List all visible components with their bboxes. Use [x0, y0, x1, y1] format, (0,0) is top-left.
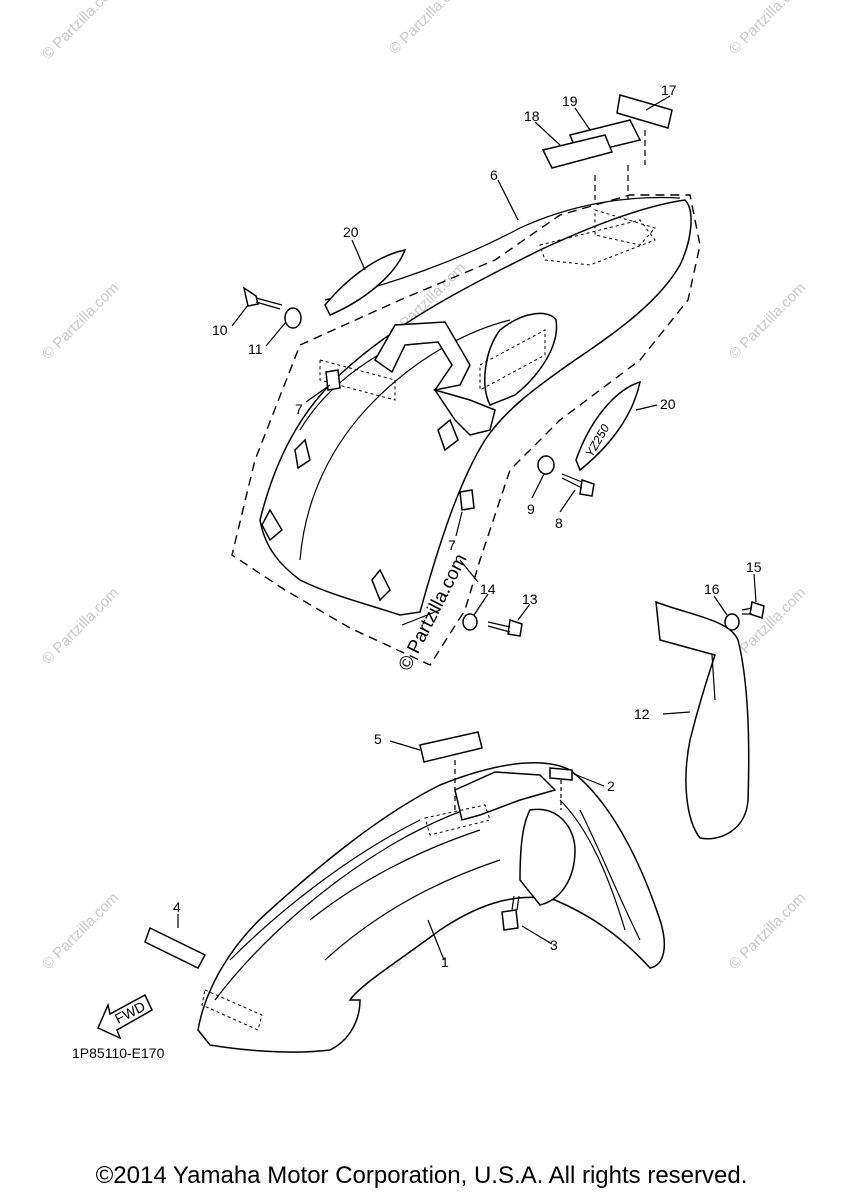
callout-17: 17: [661, 82, 677, 98]
callout-2: 2: [607, 778, 615, 794]
grommet-2: [549, 767, 573, 781]
part-code: 1P85110-E170: [72, 1045, 165, 1061]
callout-7b: 7: [448, 537, 456, 553]
fwd-arrow: FWD: [97, 993, 153, 1040]
washer-16: [724, 613, 740, 631]
decal-4-yamaha: YAMAHA: [144, 926, 207, 969]
front-fender-assembly: [197, 762, 666, 1053]
callout-8: 8: [555, 515, 563, 531]
bolt-13: [507, 619, 523, 637]
bolt-3: [501, 909, 519, 931]
callout-3: 3: [550, 937, 558, 953]
screw-15: [749, 601, 765, 619]
watermark: © Partzilla.com: [386, 0, 469, 58]
washer-11: [284, 307, 302, 329]
callout-7a: 7: [295, 401, 303, 417]
watermark: © Partzilla.com: [726, 889, 809, 972]
decal-18: [541, 134, 614, 169]
callout-15: 15: [746, 559, 762, 575]
fasteners: [242, 286, 765, 637]
callout-18: 18: [524, 108, 540, 124]
callout-14: 14: [480, 581, 496, 597]
callout-6: 6: [490, 167, 498, 183]
front-fender: [197, 762, 666, 1053]
bolt-10: [242, 286, 259, 307]
callout-19: 19: [562, 93, 578, 109]
mud-flap-12: [655, 600, 750, 840]
bolt-8: [579, 479, 595, 497]
seat-decals: [541, 119, 646, 200]
decal-5: [419, 731, 483, 763]
decal-20-right: YZ250: [575, 380, 642, 472]
callout-13: 13: [522, 591, 538, 607]
callout-20a: 20: [343, 224, 359, 240]
callout-12: 12: [634, 706, 650, 722]
watermark: © Partzilla.com: [726, 0, 809, 58]
watermark: © Partzilla.com: [39, 889, 122, 972]
callout-20b: 20: [660, 396, 676, 412]
callout-4: 4: [173, 899, 181, 915]
callout-1: 1: [441, 954, 449, 970]
rear-fender-assembly: [231, 194, 701, 666]
callout-numbers: 1 2 3 4 5 6 7 7 8 9 10 11 12 13 14 15 16…: [173, 82, 762, 970]
clip-7b: [459, 489, 475, 511]
watermark: © Partzilla.com: [39, 279, 122, 362]
callout-5: 5: [374, 731, 382, 747]
collar-14: [462, 613, 478, 631]
callout-16: 16: [704, 581, 720, 597]
decal-20-left: [324, 248, 407, 316]
washer-9: [537, 455, 555, 475]
watermark: © Partzilla.com: [39, 584, 122, 667]
callout-9: 9: [527, 501, 535, 517]
copyright-footer: ©2014 Yamaha Motor Corporation, U.S.A. A…: [95, 1162, 748, 1189]
leader-lines: [177, 95, 757, 961]
callout-10: 10: [212, 322, 228, 338]
watermark: © Partzilla.com: [726, 279, 809, 362]
watermark: © Partzilla.com: [39, 0, 122, 63]
callout-11: 11: [248, 341, 263, 357]
